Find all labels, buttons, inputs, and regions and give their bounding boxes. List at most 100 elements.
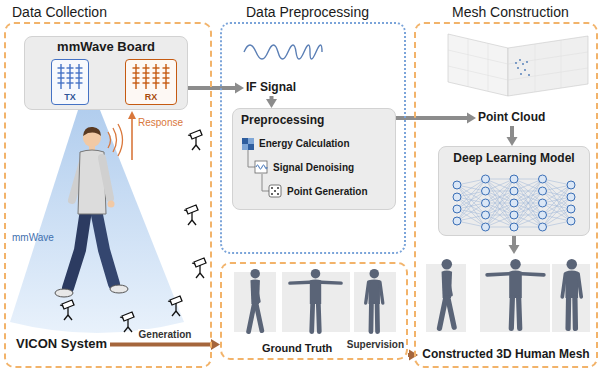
point-cloud-plot xyxy=(488,43,489,91)
output-node: Point Cloud xyxy=(476,110,548,126)
process-title: Preprocessing xyxy=(241,114,324,128)
network-symbol xyxy=(486,191,515,227)
network-symbol xyxy=(567,217,575,225)
reflection-waves xyxy=(113,128,117,152)
antenna-symbol xyxy=(67,77,74,78)
network-symbol xyxy=(486,215,515,227)
antenna-symbol xyxy=(76,67,83,68)
network-symbol xyxy=(539,223,547,231)
response-arrow xyxy=(131,118,133,160)
step-icons xyxy=(277,193,279,195)
ground-truth-meshes xyxy=(234,269,396,332)
flow-arrow xyxy=(408,349,418,360)
arrow-head xyxy=(235,83,244,94)
point-cloud-plot xyxy=(468,39,469,87)
point-cloud-plot xyxy=(508,52,588,64)
network-symbol xyxy=(539,199,547,207)
person-figure xyxy=(55,127,128,297)
antenna-symbol xyxy=(133,72,140,73)
antenna-symbol xyxy=(153,77,160,78)
ground-truth-meshes xyxy=(366,269,383,332)
network-symbol xyxy=(514,215,543,227)
wave-symbol xyxy=(244,45,322,59)
flow-arrow xyxy=(266,96,277,108)
arrow-head xyxy=(211,339,220,350)
network-symbol xyxy=(457,179,486,209)
ground-truth-meshes xyxy=(249,269,262,332)
response-arrow xyxy=(128,111,136,160)
step-icons xyxy=(274,190,276,192)
point-cloud-plot xyxy=(515,62,517,64)
edge-label: Supervision xyxy=(346,339,405,351)
point-cloud-plot xyxy=(448,34,508,96)
network-symbol xyxy=(567,193,575,201)
antenna-symbol xyxy=(76,82,83,83)
point-cloud-plot xyxy=(561,40,562,88)
connector-line xyxy=(188,86,236,90)
wave-annotation: mmWave xyxy=(12,232,54,244)
network-symbol xyxy=(482,223,490,231)
point-cloud-plot xyxy=(448,66,508,80)
point-cloud-plot xyxy=(508,36,588,96)
connector-line xyxy=(510,126,514,138)
network-symbol xyxy=(514,191,543,227)
network-symbol xyxy=(514,179,543,215)
system-label: VICON System xyxy=(14,336,110,353)
network-symbol xyxy=(567,205,575,213)
network-symbol xyxy=(543,197,572,227)
antenna-symbol xyxy=(133,82,140,83)
constructed-meshes xyxy=(562,259,581,328)
network-symbol xyxy=(453,193,461,201)
point-cloud-plot xyxy=(520,73,522,75)
network-symbol xyxy=(514,179,543,191)
antenna-symbol xyxy=(76,72,83,73)
network-symbol xyxy=(486,179,515,215)
arrow-head xyxy=(266,99,277,108)
ground-truth-meshes xyxy=(290,269,341,332)
arrow-head xyxy=(509,245,520,254)
point-cloud-plot xyxy=(448,34,588,96)
network-symbol xyxy=(453,217,461,225)
antenna-symbol xyxy=(163,72,170,73)
arrow-head xyxy=(507,137,518,146)
antenna-label: TX xyxy=(52,92,88,102)
connector-line xyxy=(110,343,212,347)
network-symbol xyxy=(486,215,515,227)
stage-panel: Mesh ConstructionPoint CloudDeep Learnin… xyxy=(414,22,598,368)
network-symbol xyxy=(486,179,515,191)
reflection-waves xyxy=(108,132,111,148)
network-symbol xyxy=(539,187,547,195)
vicon-cameras xyxy=(168,296,182,316)
system-name: VICON System xyxy=(16,337,107,352)
signal-name: IF Signal xyxy=(246,81,296,95)
antenna-symbol xyxy=(58,67,65,68)
step-icons xyxy=(242,144,248,150)
process-step: Signal Denoising xyxy=(273,162,354,174)
wave-symbol xyxy=(244,45,322,59)
antenna-symbol xyxy=(163,77,170,78)
constructed-meshes xyxy=(426,259,590,332)
signal-node: IF Signal xyxy=(244,80,299,96)
network-symbol xyxy=(543,179,572,209)
point-cloud-plot xyxy=(524,69,526,71)
step-icons xyxy=(256,165,267,169)
constructed-meshes xyxy=(439,259,454,328)
point-cloud-plot xyxy=(448,39,588,92)
point-cloud-plot xyxy=(528,74,530,76)
vicon-cameras xyxy=(60,130,206,332)
antenna-symbol xyxy=(153,72,160,73)
flow-arrow xyxy=(188,83,244,94)
antenna-symbol xyxy=(76,77,83,78)
network-symbol xyxy=(514,179,543,191)
step-icons xyxy=(271,187,273,189)
vicon-cameras xyxy=(192,258,206,278)
device-box: mmWave BoardTXRX xyxy=(24,36,188,110)
vicon-cameras xyxy=(184,205,198,225)
network-symbol xyxy=(457,191,486,221)
point-cloud-plot xyxy=(515,59,530,76)
output-name: Constructed 3D Human Mesh xyxy=(418,348,594,362)
point-cloud-plot xyxy=(517,67,519,69)
person-figure xyxy=(68,210,86,288)
response-arrow xyxy=(128,111,136,119)
antenna-symbol xyxy=(58,72,65,73)
